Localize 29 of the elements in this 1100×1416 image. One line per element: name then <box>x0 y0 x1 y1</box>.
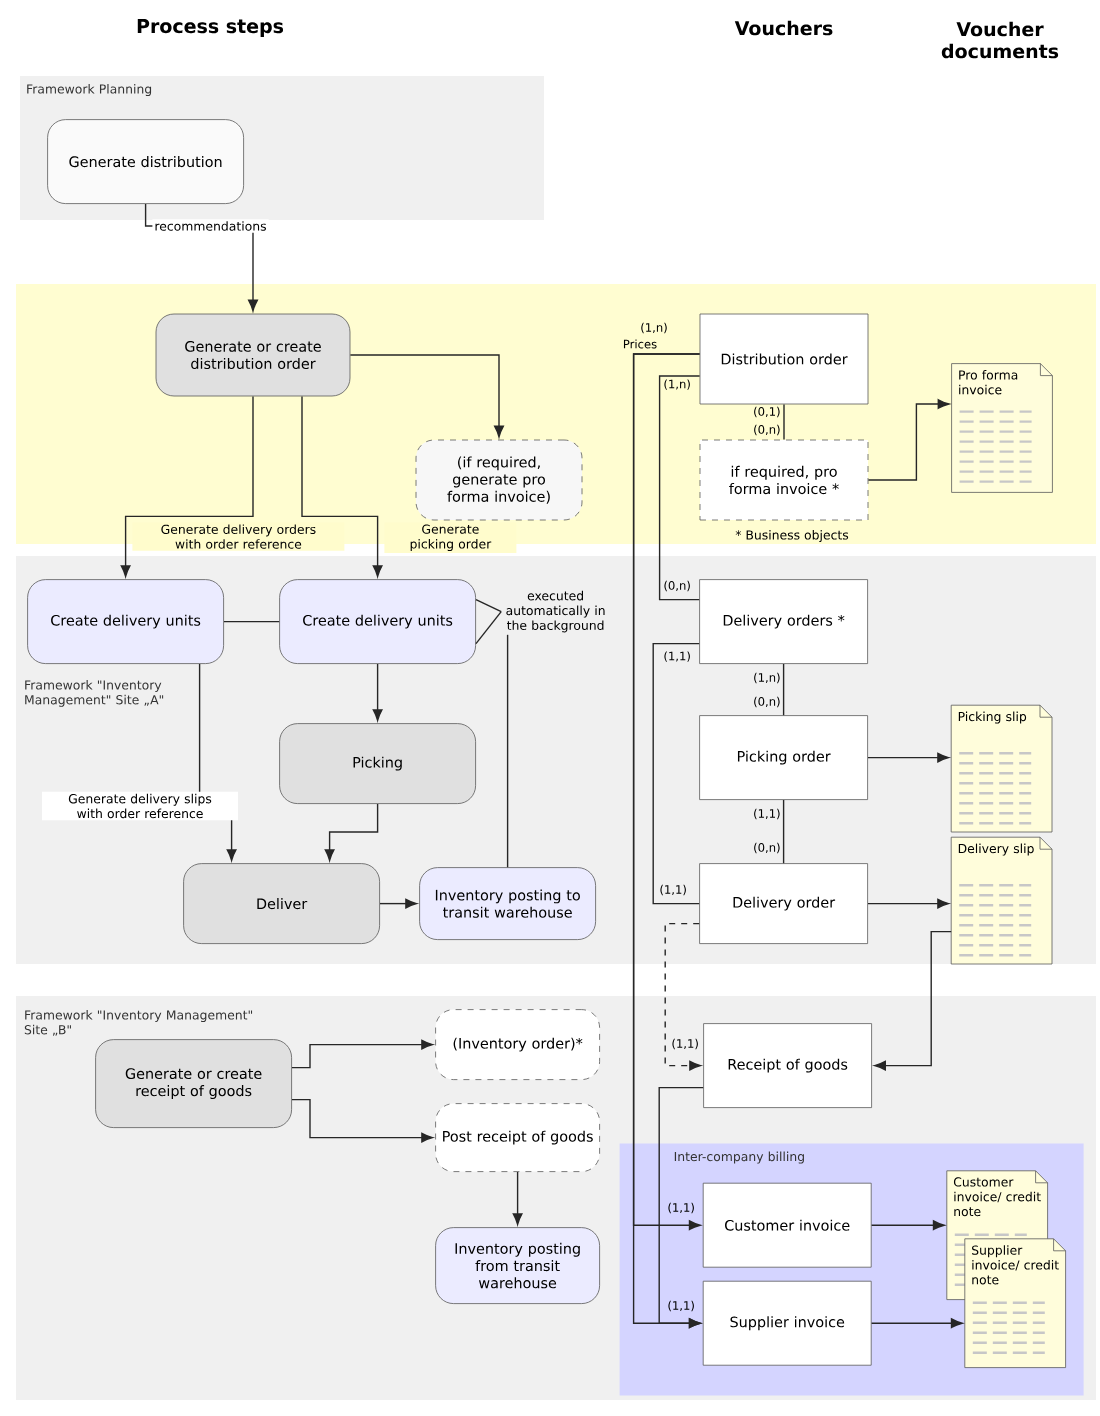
leader-line <box>506 634 509 868</box>
connector-line <box>782 663 785 716</box>
arrow <box>120 395 254 578</box>
arrow <box>867 898 950 909</box>
column-heading: Voucher documents <box>941 21 1059 59</box>
arrow <box>379 898 418 909</box>
leader-line <box>475 610 502 645</box>
leader-line <box>475 598 502 613</box>
arrow <box>870 1318 963 1329</box>
arrow <box>664 922 702 1071</box>
arrow <box>658 1086 704 1329</box>
arrow <box>324 803 379 862</box>
column-heading: Process steps <box>137 19 284 37</box>
connector-line <box>782 799 785 864</box>
arrow <box>512 1171 523 1226</box>
column-heading: Vouchers <box>734 20 833 36</box>
arrow <box>301 395 383 578</box>
arrow <box>867 399 950 481</box>
connector-line <box>783 403 785 441</box>
connector-line <box>652 642 700 905</box>
arrow <box>291 1039 434 1069</box>
arrow <box>291 1098 434 1143</box>
arrow <box>867 752 950 763</box>
arrow <box>372 663 383 722</box>
connector-line <box>223 620 280 623</box>
arrow <box>870 1220 945 1231</box>
arrow <box>874 930 952 1071</box>
arrow <box>349 354 504 438</box>
connector-line <box>658 375 701 601</box>
